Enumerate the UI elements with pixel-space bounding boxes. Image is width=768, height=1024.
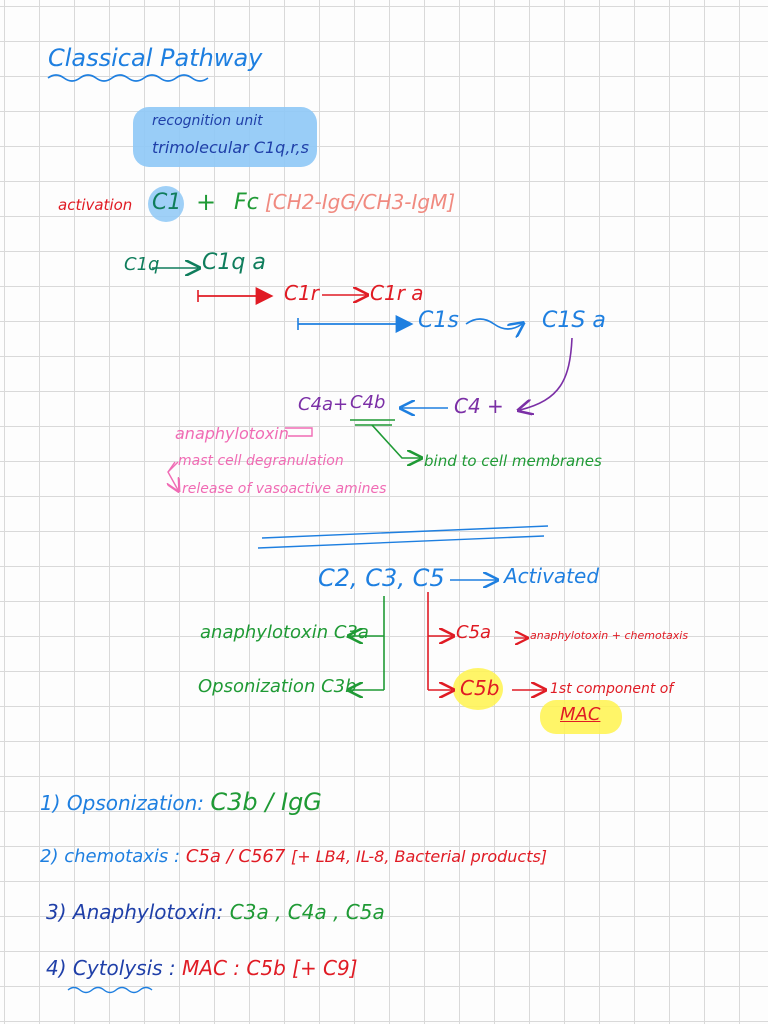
title-underline — [47, 74, 209, 82]
mast-cell-item: mast cell degranulation — [178, 453, 344, 469]
separator-2 — [257, 535, 545, 549]
c4a-label: C4a — [298, 394, 334, 415]
bind-membranes: bind to cell membranes — [424, 452, 602, 470]
arrow-purple-c4 — [520, 337, 573, 410]
summary-item-1: 1) Opsonization: C3b / IgG — [40, 790, 322, 814]
c5b-highlight — [453, 668, 503, 710]
separator-1 — [261, 525, 549, 539]
summary-sep: : — [197, 791, 205, 815]
c4-plus: + — [333, 394, 349, 415]
c1qa-label: C1q a — [202, 250, 266, 275]
summary-item-4: 4) Cytolysis : MAC : C5b [+ C9] — [46, 958, 358, 978]
recognition-line2: trimolecular C1q,r,s — [152, 138, 309, 157]
summary-extra: [+ LB4, IL-8, Bacterial products] — [291, 847, 548, 866]
c5a-effect: anaphylotoxin + chemotaxis — [530, 629, 689, 642]
mac-label: MAC — [560, 704, 601, 725]
summary-num: 4) — [46, 956, 67, 980]
summary-term: Anaphylotoxin — [72, 900, 217, 924]
activated-label: Activated — [504, 564, 600, 588]
summary-item-2: 2) chemotaxis : C5a / C567 [+ LB4, IL-8,… — [40, 848, 547, 866]
c1q-label: C1q — [124, 254, 160, 275]
activation-label: activation — [58, 196, 133, 214]
mac-highlight — [540, 700, 622, 734]
c235-label: C2, C3, C5 — [318, 564, 445, 592]
summary-sep: : — [168, 956, 176, 980]
summary-sep: : — [216, 900, 224, 924]
summary-num: 1) — [40, 791, 61, 815]
c1r-label: C1r — [284, 281, 319, 305]
mac-note: 1st component of — [550, 681, 674, 697]
recognition-highlight — [133, 107, 317, 167]
anaphylotoxin-title: anaphylotoxin — [175, 424, 289, 443]
summary-value: MAC : C5b — [182, 956, 286, 980]
summary-term: Cytolysis — [72, 956, 163, 980]
summary-extra: [+ C9] — [292, 956, 358, 980]
summary-term: Opsonization — [66, 791, 198, 815]
vasoactive-item: release of vasoactive amines — [182, 481, 387, 497]
plus-sign: + — [196, 188, 217, 216]
c1-label: C1 — [152, 190, 182, 215]
c3b-label: Opsonization C3b — [198, 676, 357, 697]
cytolysis-underline — [67, 986, 153, 994]
arrow-bind — [371, 424, 420, 458]
c4b-label: C4b — [350, 392, 386, 413]
c1-highlight — [148, 186, 184, 222]
c1s-label: C1s — [418, 308, 459, 333]
summary-term: chemotaxis — [64, 846, 169, 867]
summary-sep: : — [174, 846, 181, 867]
recognition-line1: recognition unit — [152, 113, 263, 129]
summary-num: 2) — [40, 846, 59, 867]
summary-value: C3a , C4a , C5a — [229, 900, 385, 924]
arrow-c1s — [465, 318, 522, 329]
c3a-label: anaphylotoxin C3a — [200, 622, 369, 643]
c4-label: C4 + — [454, 394, 504, 418]
fc-label: Fc — [234, 190, 259, 215]
c5b-label: C5b — [460, 676, 500, 700]
page-title: Classical Pathway — [48, 44, 263, 72]
summary-item-3: 3) Anaphylotoxin: C3a , C4a , C5a — [46, 902, 385, 922]
summary-value: C5a / C567 — [185, 846, 286, 867]
c1ra-label: C1r a — [370, 281, 424, 305]
c1sa-label: C1S a — [542, 308, 606, 333]
c5a-label: C5a — [456, 622, 492, 643]
summary-num: 3) — [46, 900, 67, 924]
summary-value: C3b / IgG — [210, 788, 322, 816]
fc-bracket: [CH2-IgG/CH3-IgM] — [265, 190, 456, 214]
